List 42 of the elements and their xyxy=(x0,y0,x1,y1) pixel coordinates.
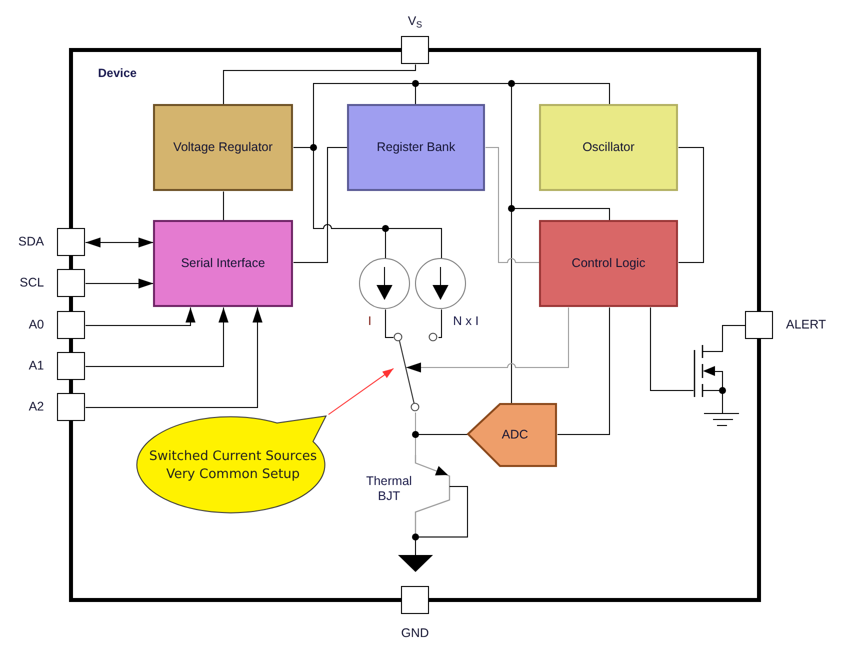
block-label: Oscillator xyxy=(582,140,635,155)
wire xyxy=(678,147,704,263)
wire xyxy=(722,325,746,344)
arrow xyxy=(85,307,196,326)
pin-label: A1 xyxy=(28,358,44,374)
wire xyxy=(293,147,348,263)
block-label: Voltage Regulator xyxy=(173,140,273,155)
pin-label: SDA xyxy=(18,234,44,250)
pin-label: SCL xyxy=(20,276,44,290)
block-label: Control Logic xyxy=(572,256,646,271)
pin-label: A0 xyxy=(28,318,44,332)
source-label: I xyxy=(368,314,372,329)
block-label: ADC xyxy=(502,428,528,442)
pin-label: ALERT xyxy=(786,318,826,332)
source-label: N x I xyxy=(453,314,479,329)
block-label: Register Bank xyxy=(376,140,456,155)
block-label: Serial Interface xyxy=(180,256,266,271)
arrow xyxy=(85,238,154,248)
device-label: Device xyxy=(98,66,137,81)
arrow xyxy=(85,307,262,408)
wire xyxy=(650,307,694,391)
callout-text: Switched Current Sources Very Common Setup xyxy=(148,448,318,484)
arrow xyxy=(85,278,154,288)
wire xyxy=(223,191,224,221)
wire xyxy=(557,307,610,435)
device-outline xyxy=(69,48,761,602)
arrow xyxy=(406,307,569,372)
pin-label: V$_{S}$ xyxy=(408,14,422,29)
leader-arrow xyxy=(328,368,394,415)
function-block xyxy=(347,104,485,191)
component-label: Thermal BJT xyxy=(365,474,413,504)
wire xyxy=(223,64,416,105)
wire xyxy=(485,147,540,263)
function-block xyxy=(153,104,293,191)
wire xyxy=(385,309,394,338)
function-block xyxy=(539,220,678,307)
wire xyxy=(438,309,442,338)
function-block xyxy=(539,104,678,191)
function-block xyxy=(153,220,293,307)
pin-label: A2 xyxy=(28,400,44,414)
pin-label: GND xyxy=(401,626,429,641)
arrow xyxy=(85,307,228,367)
